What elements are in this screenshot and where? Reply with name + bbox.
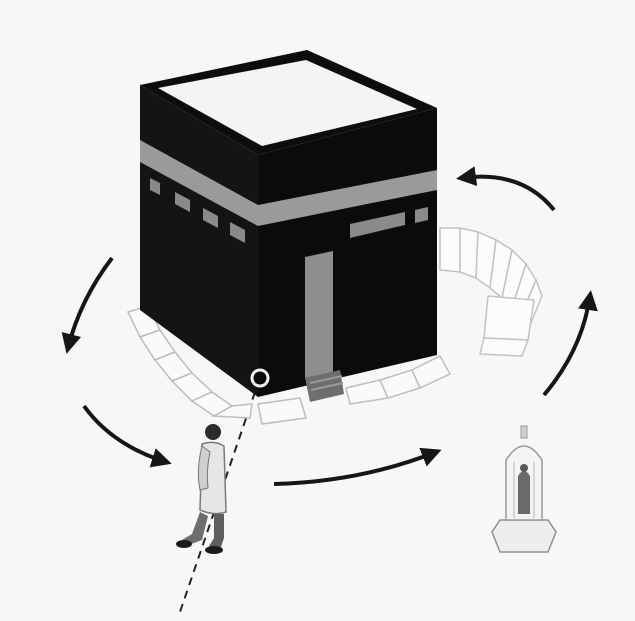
kaaba-door [305, 251, 333, 378]
cube-side-face [258, 108, 437, 397]
black-stone [252, 370, 268, 386]
